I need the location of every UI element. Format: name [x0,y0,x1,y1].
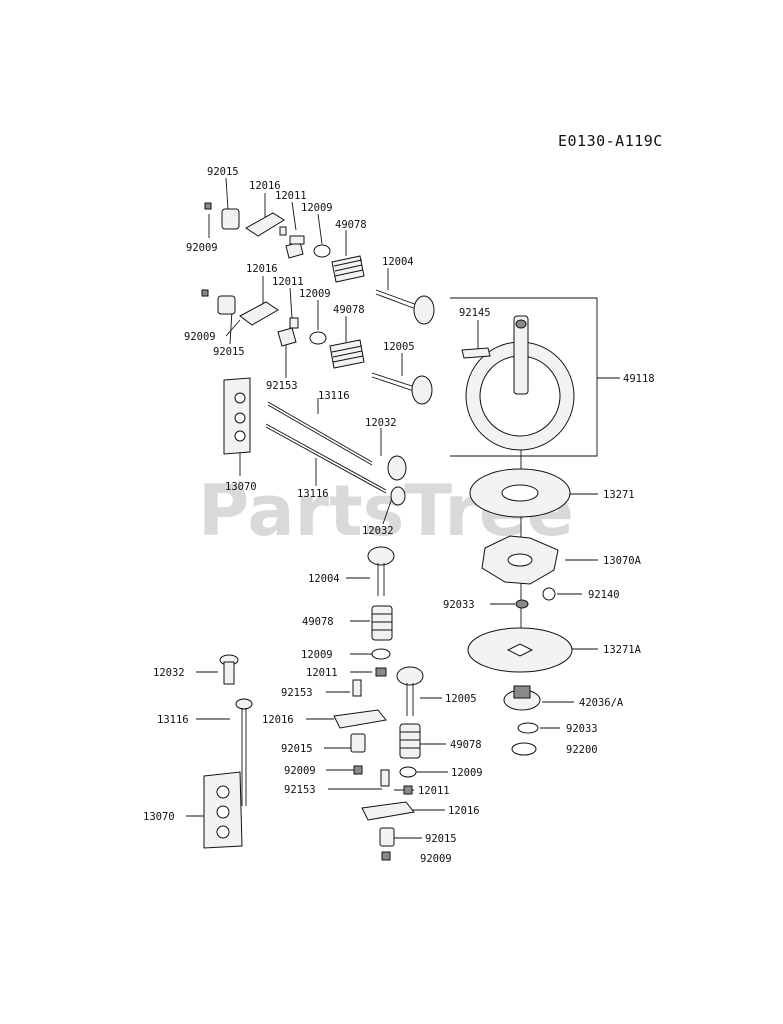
part-label: 42036/A [579,697,624,709]
part-label: 12011 [306,667,338,679]
part-label: 12016 [448,805,480,817]
part-label: 12009 [301,649,333,661]
diagram-code: E0130-A119C [558,132,663,150]
part-label: 92033 [566,723,598,735]
part-label: 12032 [153,667,185,679]
part-label: 13116 [318,390,350,402]
part-label: 12005 [445,693,477,705]
part-label: 13070 [143,811,175,823]
part-label: 49078 [302,616,334,628]
part-label: 12016 [262,714,294,726]
part-label: 49078 [335,219,367,231]
part-label: 12032 [362,525,394,537]
part-label: 92145 [459,307,491,319]
part-label: 13116 [157,714,189,726]
part-label: 13070A [603,555,642,567]
part-label: 49078 [450,739,482,751]
part-label: 92015 [281,743,313,755]
part-label: 13070 [225,481,257,493]
part-label: 12011 [275,190,307,202]
part-label: 13116 [297,488,329,500]
part-label: 12011 [418,785,450,797]
part-label: 92153 [284,784,316,796]
part-label: 92009 [184,331,216,343]
part-label: 12032 [365,417,397,429]
part-label: 92153 [266,380,298,392]
part-label: 92140 [588,589,620,601]
part-label: 12016 [246,263,278,275]
part-label: 92015 [213,346,245,358]
part-label: 13271A [603,644,642,656]
part-label: 12009 [451,767,483,779]
part-label: 49078 [333,304,365,316]
part-number-labels: 92015 12016 12011 12009 49078 92009 1200… [143,166,655,865]
part-label: 92200 [566,744,598,756]
part-label: 12005 [383,341,415,353]
part-label: 92009 [186,242,218,254]
part-label: 92033 [443,599,475,611]
part-shapes [201,202,575,861]
part-label: 12009 [301,202,333,214]
part-label: 12004 [308,573,340,585]
part-label: 92153 [281,687,313,699]
part-label: 49118 [623,373,655,385]
part-label: 92015 [425,833,457,845]
part-label: 92009 [420,853,452,865]
part-label: 12011 [272,276,304,288]
part-label: 13271 [603,489,635,501]
part-label: 12004 [382,256,414,268]
part-label: 12009 [299,288,331,300]
part-label: 12016 [249,180,281,192]
part-label: 92009 [284,765,316,777]
part-label: 92015 [207,166,239,178]
